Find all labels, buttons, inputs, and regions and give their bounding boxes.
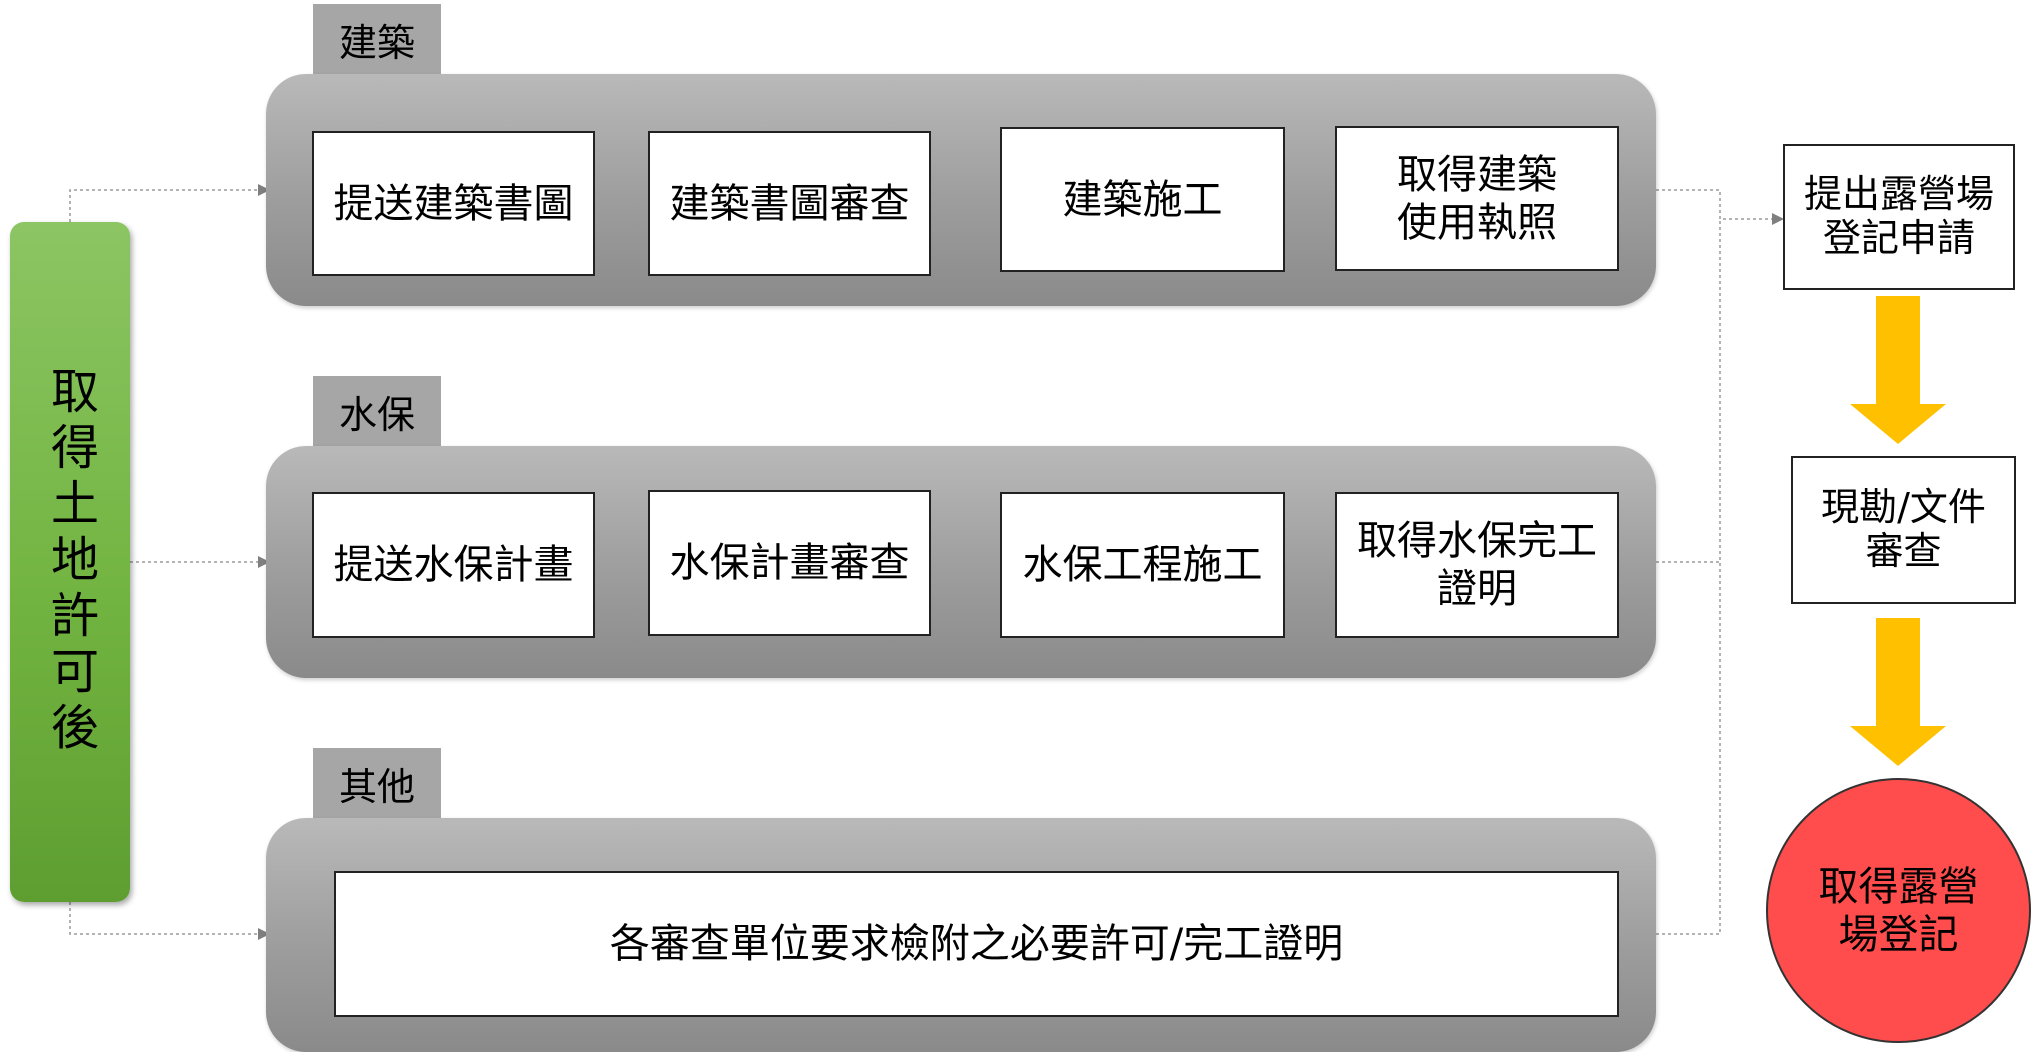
- step-other-permits-label: 各審查單位要求檢附之必要許可/完工證明: [609, 921, 1344, 967]
- process-apply-label: 提出露營場 登記申請: [1803, 172, 1994, 260]
- step-building-submit: 提送建築書圖: [312, 131, 595, 276]
- arrow-apply-to-review: [1850, 296, 1946, 444]
- process-result: 取得露營 場登記: [1766, 778, 2031, 1043]
- step-building-review: 建築書圖審查: [648, 131, 931, 276]
- step-building-submit-label: 提送建築書圖: [333, 180, 574, 227]
- connector-start-building: [69, 189, 258, 222]
- step-soil-construction: 水保工程施工: [1000, 492, 1285, 638]
- process-apply: 提出露營場 登記申請: [1783, 144, 2015, 290]
- connector-start-other: [69, 902, 258, 935]
- step-soil-submit: 提送水保計畫: [312, 492, 595, 638]
- connector-building-apply: [1656, 189, 1776, 220]
- step-building-license: 取得建築 使用執照: [1335, 126, 1619, 271]
- tab-building-label: 建築: [338, 20, 415, 65]
- tab-soil: 水保: [313, 376, 441, 446]
- step-soil-submit-label: 提送水保計畫: [333, 542, 574, 588]
- start-bar: 取得土地許可後: [10, 222, 130, 902]
- step-building-review-label: 建築書圖審查: [669, 180, 910, 227]
- step-soil-certificate-label: 取得水保完工 證明: [1357, 518, 1597, 612]
- step-soil-review-label: 水保計畫審查: [669, 540, 910, 586]
- tab-other: 其他: [313, 748, 441, 818]
- step-building-license-label: 取得建築 使用執照: [1397, 151, 1557, 246]
- start-label: 取得土地許可後: [42, 366, 98, 758]
- step-soil-review: 水保計畫審查: [648, 490, 931, 636]
- tab-soil-label: 水保: [338, 392, 415, 437]
- arrow-review-to-result: [1850, 618, 1946, 766]
- step-other-permits: 各審查單位要求檢附之必要許可/完工證明: [334, 871, 1619, 1017]
- step-building-construction: 建築施工: [1000, 127, 1285, 272]
- step-soil-certificate: 取得水保完工 證明: [1335, 492, 1619, 638]
- process-result-label: 取得露營 場登記: [1818, 863, 1979, 958]
- connector-other-merge: [1656, 219, 1721, 935]
- tab-building: 建築: [313, 4, 441, 74]
- step-building-construction-label: 建築施工: [1062, 176, 1223, 223]
- process-review-label: 現勘/文件 審查: [1821, 485, 1986, 573]
- process-review: 現勘/文件 審查: [1791, 456, 2016, 604]
- tab-other-label: 其他: [338, 764, 415, 809]
- step-soil-construction-label: 水保工程施工: [1022, 542, 1263, 588]
